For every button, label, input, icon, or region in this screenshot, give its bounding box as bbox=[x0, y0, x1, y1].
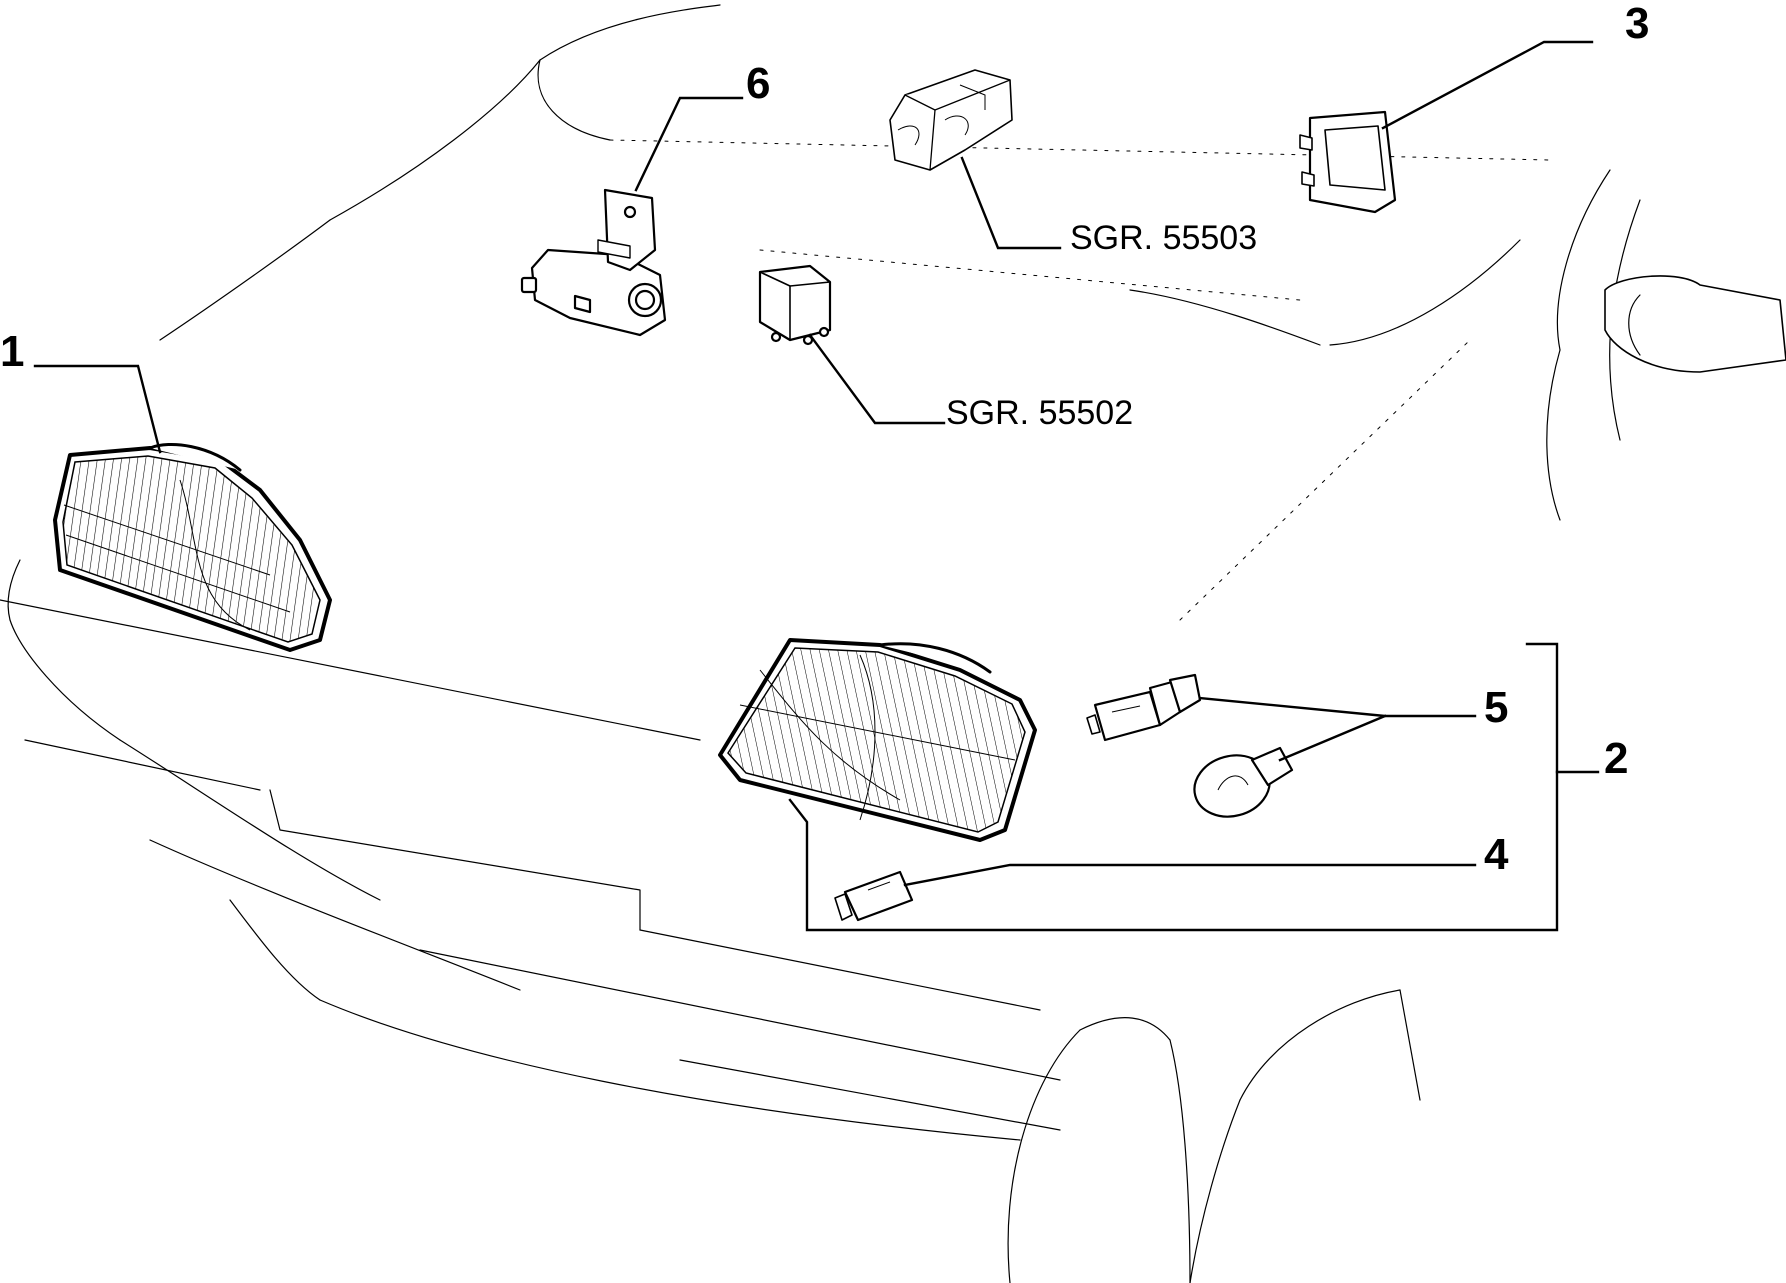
leader-5b bbox=[1278, 714, 1387, 762]
headlamp-left bbox=[53, 442, 332, 652]
callout-6: 6 bbox=[746, 59, 770, 108]
callout-2: 2 bbox=[1604, 734, 1628, 783]
leader-6 bbox=[634, 96, 744, 192]
relay-holder-bracket bbox=[520, 188, 667, 337]
leader-connector bbox=[960, 156, 1062, 250]
leader-3 bbox=[1381, 40, 1594, 130]
headlamp-right bbox=[718, 638, 1037, 842]
leader-5 bbox=[1198, 696, 1477, 718]
bracket-2 bbox=[788, 642, 1559, 932]
car-body-outline bbox=[0, 4, 1786, 1283]
callout-5: 5 bbox=[1484, 683, 1508, 732]
callout-3: 3 bbox=[1625, 0, 1649, 48]
bulb-halogen bbox=[1086, 673, 1202, 742]
bulb-indicator bbox=[1193, 746, 1294, 818]
bulb-wedge bbox=[834, 870, 914, 922]
leader-lines bbox=[33, 40, 1600, 932]
callout-4: 4 bbox=[1484, 830, 1509, 879]
callout-1: 1 bbox=[0, 327, 24, 376]
leader-1 bbox=[33, 364, 162, 454]
leader-relay bbox=[808, 333, 946, 425]
relay bbox=[758, 264, 832, 346]
lamp-cover bbox=[1299, 110, 1397, 214]
reference-relay-group: SGR. 55502 bbox=[946, 394, 1133, 432]
connector bbox=[889, 69, 1013, 171]
leader-4 bbox=[903, 863, 1477, 887]
reference-connector-group: SGR. 55503 bbox=[1070, 219, 1257, 257]
